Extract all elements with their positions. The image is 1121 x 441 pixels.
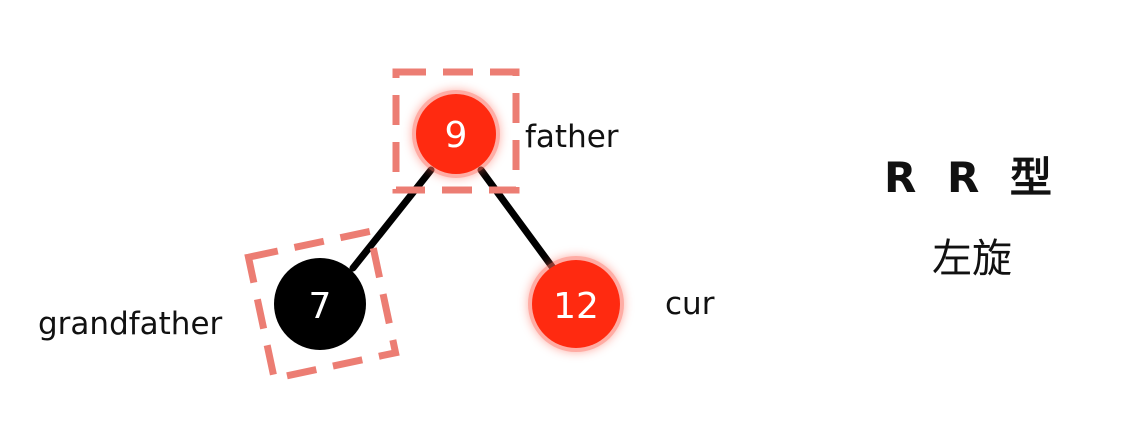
grandfather-node-value: 7 bbox=[309, 286, 332, 327]
father-node-value: 9 bbox=[445, 115, 468, 156]
edge-father-cur bbox=[477, 166, 557, 272]
rotation-type-subtitle: 左旋 bbox=[932, 236, 1012, 282]
grandfather-label: grandfather bbox=[38, 306, 223, 342]
cur-node-circle bbox=[532, 260, 620, 348]
edge-father-grandfather bbox=[349, 166, 435, 272]
father-node-circle bbox=[416, 94, 496, 174]
father-highlight-box bbox=[392, 68, 520, 194]
grandfather-node: 7 bbox=[274, 258, 366, 350]
cur-label: cur bbox=[665, 286, 715, 322]
grandfather-node-circle bbox=[274, 258, 366, 350]
cur-node: 12 bbox=[528, 256, 624, 352]
cur-node-value: 12 bbox=[553, 286, 599, 327]
father-label: father bbox=[525, 119, 619, 155]
father-node: 9 bbox=[412, 90, 500, 178]
rotation-type-title: R R 型 bbox=[884, 153, 1060, 202]
grandfather-highlight-box bbox=[244, 227, 400, 383]
